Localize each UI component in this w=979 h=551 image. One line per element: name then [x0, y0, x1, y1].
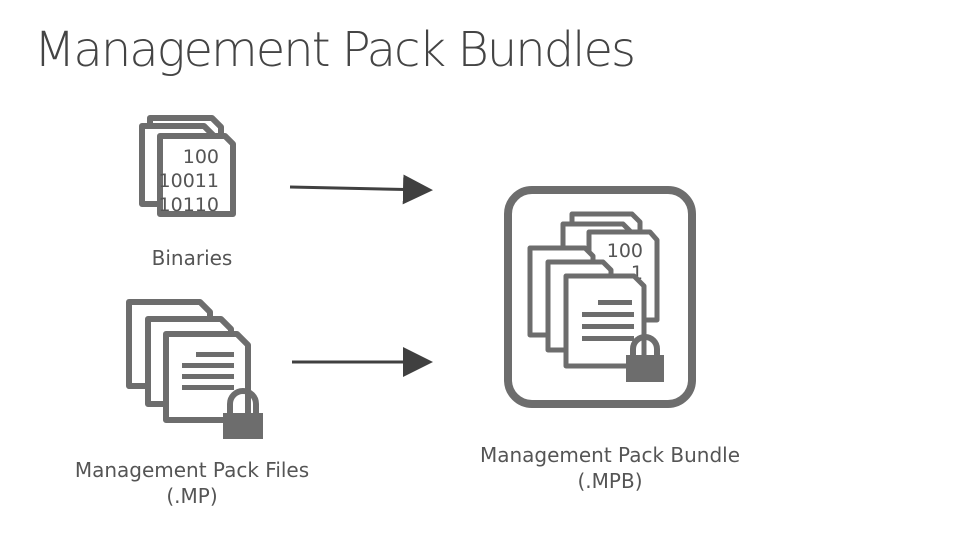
- management-pack-bundle-label-line1: Management Pack Bundle: [479, 443, 741, 467]
- management-pack-files-label-line2: (.MP): [166, 484, 218, 508]
- management-pack-bundle-icon: 100 1: [504, 186, 696, 408]
- binaries-icon: 100 10011 10110: [139, 115, 236, 217]
- management-pack-bundle-label-line2: (.MPB): [577, 469, 643, 493]
- management-pack-files-label: Management Pack Files (.MP): [62, 457, 322, 509]
- binary-line-1: 100: [183, 146, 219, 168]
- binary-line-2: 10011: [159, 170, 219, 192]
- binary-line-3: 10110: [159, 194, 219, 216]
- binaries-label: Binaries: [151, 246, 233, 270]
- bundle-lock-icon: [626, 334, 664, 382]
- arrow-binaries-to-bundle: [289, 174, 433, 205]
- management-pack-files-icon: [126, 299, 263, 439]
- management-pack-files-label-line1: Management Pack Files: [74, 458, 310, 482]
- lock-icon: [223, 388, 263, 439]
- management-pack-bundle-label: Management Pack Bundle (.MPB): [465, 442, 755, 494]
- bundle-binary-line-1: 100: [607, 240, 643, 262]
- page-title: Management Pack Bundles: [34, 22, 636, 78]
